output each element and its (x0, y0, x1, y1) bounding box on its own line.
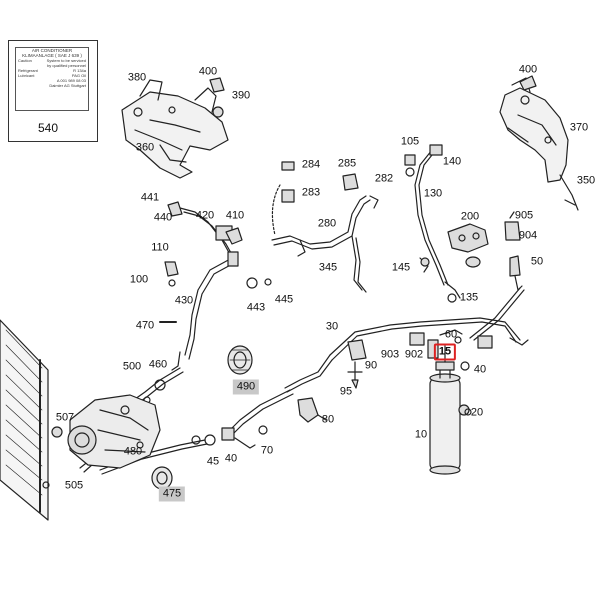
part-label-350[interactable]: 350 (576, 174, 596, 187)
placard-subtitle: KLIMAANLAGE ( SAE J 639 ) (22, 53, 82, 58)
part-label-904[interactable]: 904 (518, 229, 538, 242)
part-label-490[interactable]: 490 (232, 379, 260, 395)
part-label-360[interactable]: 360 (135, 141, 155, 154)
part-label-50[interactable]: 50 (530, 255, 544, 268)
placard-row-key: Lubricant (18, 73, 35, 78)
placard-row-key: Caution (18, 58, 32, 63)
placard-row-value: System to be serviced (46, 58, 86, 63)
part-label-40a[interactable]: 40 (473, 363, 487, 376)
part-label-105[interactable]: 105 (400, 135, 420, 148)
pipe-430 (159, 201, 272, 371)
pulley-490 (227, 345, 253, 375)
placard-row: Refrigerant R 134a (16, 68, 88, 73)
placard-row: Daimler AG Stuttgart (16, 83, 88, 88)
part-label-135[interactable]: 135 (459, 291, 479, 304)
part-label-280[interactable]: 280 (317, 217, 337, 230)
part-label-443[interactable]: 443 (246, 301, 266, 314)
part-label-380[interactable]: 380 (127, 71, 147, 84)
part-label-282[interactable]: 282 (374, 172, 394, 185)
part-label-400b[interactable]: 400 (518, 63, 538, 76)
part-label-285[interactable]: 285 (337, 157, 357, 170)
part-label-283[interactable]: 283 (301, 186, 321, 199)
pipe-70 (204, 389, 294, 449)
part-label-507[interactable]: 507 (55, 411, 75, 424)
part-label-445[interactable]: 445 (274, 293, 294, 306)
part-label-30[interactable]: 30 (325, 320, 339, 333)
pressure-switch-904 (504, 211, 523, 291)
hose-30 (284, 287, 529, 393)
part-label-505[interactable]: 505 (64, 479, 84, 492)
part-label-70[interactable]: 70 (260, 444, 274, 457)
ac-info-placard: AIR CONDITIONER KLIMAANLAGE ( SAE J 639 … (8, 40, 98, 142)
part-label-440[interactable]: 440 (153, 211, 173, 224)
part-label-430[interactable]: 430 (174, 294, 194, 307)
placard-row-value: R 134a (73, 68, 86, 73)
placard-row: Lubricant PAG Oil (16, 73, 88, 78)
part-label-15[interactable]: 15 (433, 343, 457, 361)
part-label-200[interactable]: 200 (460, 210, 480, 223)
placard-text-block: AIR CONDITIONER KLIMAANLAGE ( SAE J 639 … (15, 47, 89, 111)
part-label-145[interactable]: 145 (391, 261, 411, 274)
part-label-140[interactable]: 140 (442, 155, 462, 168)
part-label-345[interactable]: 345 (318, 261, 338, 274)
front-bracket-assembly (121, 77, 229, 179)
placard-row-value: PAG Oil (71, 73, 86, 78)
part-label-110[interactable]: 110 (151, 241, 169, 254)
valve-90-95 (347, 339, 367, 389)
part-label-903[interactable]: 903 (380, 348, 400, 361)
part-label-40b[interactable]: 40 (224, 452, 238, 465)
placard-row: Caution System to be serviced (16, 58, 88, 63)
placard-row-value: A 001 989 08 03 (56, 78, 86, 83)
part-label-441[interactable]: 441 (140, 191, 160, 204)
label-540: 540 (37, 121, 59, 135)
part-label-420[interactable]: 420 (195, 209, 215, 222)
part-label-130[interactable]: 130 (423, 187, 443, 200)
part-label-45[interactable]: 45 (206, 455, 220, 468)
part-label-410[interactable]: 410 (225, 209, 245, 222)
part-label-60[interactable]: 60 (444, 328, 458, 341)
part-label-480[interactable]: 480 (123, 445, 143, 458)
part-label-400a[interactable]: 400 (198, 65, 218, 78)
part-label-902[interactable]: 902 (404, 348, 424, 361)
placard-row-value: Daimler AG Stuttgart (49, 83, 86, 88)
part-label-95[interactable]: 95 (339, 385, 353, 398)
part-label-370[interactable]: 370 (569, 121, 589, 134)
part-label-500[interactable]: 500 (122, 360, 142, 373)
placard-title: AIR CONDITIONER (31, 48, 73, 53)
placard-row-key: Refrigerant (18, 68, 38, 73)
expansion-valve-area (409, 329, 463, 359)
part-label-460[interactable]: 460 (148, 358, 168, 371)
part-label-90[interactable]: 90 (364, 359, 378, 372)
part-label-284[interactable]: 284 (301, 158, 321, 171)
part-label-100[interactable]: 100 (129, 273, 149, 286)
pipe-130 (404, 144, 461, 299)
placard-row-value: by qualified personnel (47, 63, 86, 68)
placard-row: by qualified personnel (16, 63, 88, 68)
pipe-280 (271, 161, 379, 293)
rear-bracket-assembly (499, 75, 579, 211)
condenser (0, 319, 63, 521)
block-200 (447, 223, 489, 268)
part-label-390[interactable]: 390 (231, 89, 251, 102)
sensor-80 (297, 397, 327, 423)
part-label-475[interactable]: 475 (158, 486, 186, 502)
part-label-20[interactable]: 20 (470, 406, 484, 419)
filter-drier-10 (429, 345, 470, 475)
part-label-80[interactable]: 80 (321, 413, 335, 426)
part-label-470[interactable]: 470 (135, 319, 155, 332)
part-label-905[interactable]: 905 (514, 209, 534, 222)
placard-row: A 001 989 08 03 (16, 78, 88, 83)
compressor (67, 394, 161, 469)
part-label-10[interactable]: 10 (414, 428, 428, 441)
